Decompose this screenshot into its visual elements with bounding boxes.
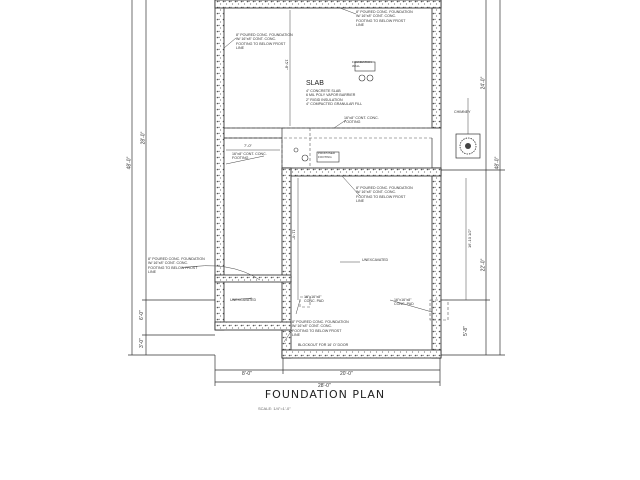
dim-right-mid: 22'-0" [480,258,487,272]
note-proposed: PROPOSED FOOTING [318,151,336,160]
dim-left-upper: 28'-0" [140,131,147,145]
note-mid-right-foundation: 8" POURED CONC. FOUNDATION W/ 16"x8" CON… [356,186,413,204]
dim-left-overall: 48'-0" [126,156,133,170]
equipment-boxes [293,61,376,163]
chimney-symbol [455,98,481,159]
dim-inner-top: 15'-8" [284,59,290,70]
note-footing-mid: 16"x8" CONT. CONC. FOOTING [344,116,379,125]
dim-inner-left: 7'-0" [244,143,252,148]
note-top-right-foundation: 8" POURED CONC. FOUNDATION W/ 16"x8" CON… [356,10,413,28]
note-blockout: BLOCKOUT FOR 16' O' DOOR [298,343,349,347]
note-left-foundation: 8" POURED CONC. FOUNDATION W/ 16"x8" CON… [148,257,205,275]
right-dimension-lines [440,0,505,356]
dim-left-low: 3'-0" [138,338,145,348]
leader-lines [181,7,433,343]
dim-left-mid: 6'-0" [138,310,145,320]
bottom-dimension-lines [214,355,441,386]
slab-heading: SLAB [306,80,324,87]
slab-notes: 4" CONCRETE SLAB 6 MIL POLY VAPOR BARRIE… [306,89,363,107]
interior-footing-lines [223,7,449,351]
left-dimension-lines [128,0,215,356]
note-foundation-wall: FOUNDATION WALL [352,60,372,69]
dim-right-upper: 24'-0" [480,76,487,90]
dim-inner-right: 16'-10 1/2" [467,228,473,249]
dim-right-low: 5'-8" [462,326,469,336]
note-unexcavated-left: UNEXCAVATED [230,298,257,302]
plan-title: FOUNDATION PLAN [264,388,386,401]
note-pad-left: 16"x16"x8" CONC. PAD [304,295,324,304]
dim-inner-center: 11'-6" [291,229,297,240]
dim-right-overall: 48'-0" [494,156,501,170]
plan-scale: SCALE: 1/4"=1'-0" [258,406,291,411]
note-upper-left-foundation: 8" POURED CONC. FOUNDATION W/ 16"x8" CON… [236,33,293,51]
note-unexcavated-right: UNEXCAVATED [362,258,389,262]
note-chimney: CHIMNEY [454,110,471,114]
note-bottom-foundation: 8" POURED CONC. FOUNDATION W/ 16"x8" CON… [292,320,349,338]
dim-overall-bottom: 28'-0" [318,383,331,389]
inner-dimension-lines [226,10,467,300]
inner-wall-lines [224,127,442,168]
dim-bottom-left: 8'-0" [242,371,252,377]
dim-bottom-right: 20'-0" [340,371,353,377]
note-pad-right: 16"x16"x8" CONC. PAD [394,298,414,307]
note-footing-left: 16"x8" CONT. CONC. FOOTING [232,152,267,161]
